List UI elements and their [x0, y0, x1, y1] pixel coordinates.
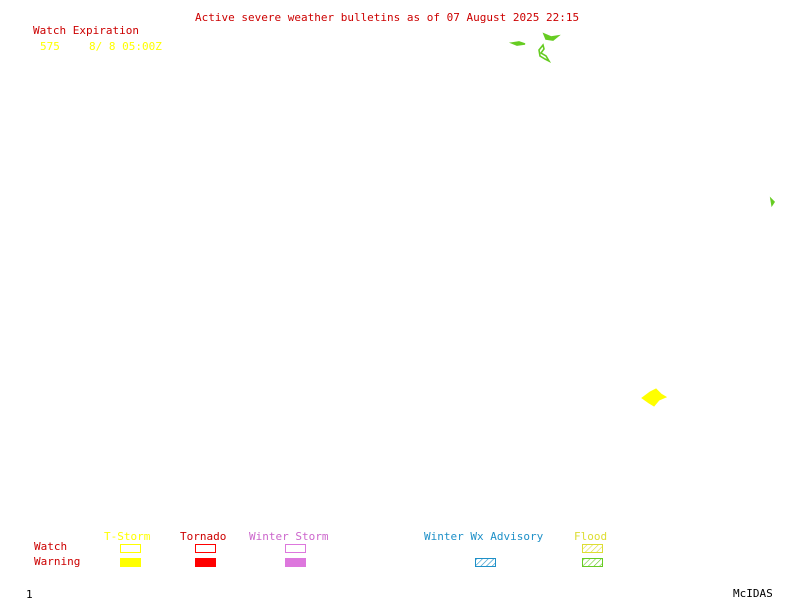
legend-winter-advisory-warning-box — [475, 558, 496, 567]
legend-tstorm-warning-box — [120, 558, 141, 567]
legend-winter-storm-watch-box — [285, 544, 306, 553]
tstorm-watch-area — [641, 388, 668, 407]
legend-warning-row-label: Warning — [34, 555, 81, 568]
flood-warning-areas — [508, 32, 776, 208]
legend-flood-watch-box — [582, 544, 603, 553]
legend-watch-row-label: Watch — [34, 540, 68, 553]
frame-number: 1 — [26, 588, 33, 601]
legend-flood-warning-box — [582, 558, 603, 567]
legend-tstorm-watch-box — [120, 544, 141, 553]
flood-warning-area — [769, 196, 776, 208]
watch-expiration-time: 8/ 8 05:00Z — [89, 40, 162, 53]
watch-number: 575 — [40, 40, 60, 53]
software-label: McIDAS — [733, 587, 773, 600]
bulletin-title: Active severe weather bulletins as of 07… — [195, 11, 580, 24]
legend-winter-advisory-label: Winter Wx Advisory — [424, 530, 544, 543]
legend-tstorm-label: T-Storm — [104, 530, 151, 543]
legend-tornado-watch-box — [195, 544, 216, 553]
flood-warning-area — [538, 43, 552, 63]
legend-flood-label: Flood — [574, 530, 608, 543]
legend-tornado-label: Tornado — [180, 530, 227, 543]
legend-tornado-warning-box — [195, 558, 216, 567]
legend-winter-storm-warning-box — [285, 558, 306, 567]
flood-warning-area — [542, 32, 561, 41]
legend-winter-storm-label: Winter Storm — [249, 530, 329, 543]
flood-warning-area — [508, 41, 526, 46]
watch-expiration-label: Watch Expiration — [33, 24, 139, 37]
